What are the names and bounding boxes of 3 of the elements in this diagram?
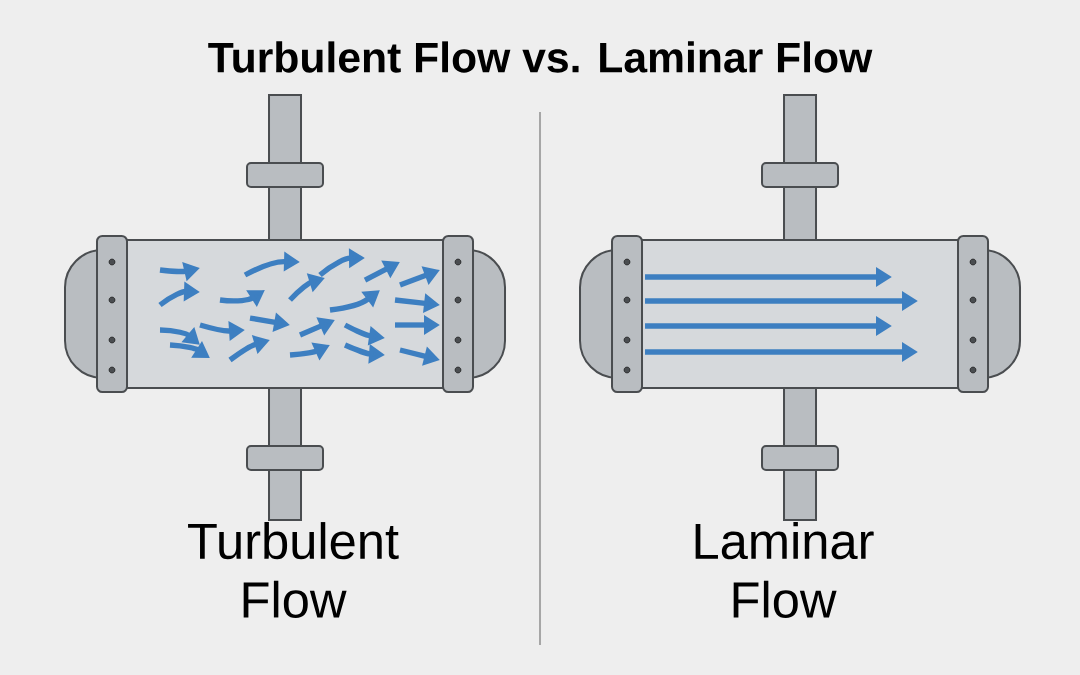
flow-label: Laminar Flow (695, 522, 874, 618)
title: Turbulent Flow vs. Laminar Flow (208, 41, 873, 73)
flow-label: Turbulent Flow (188, 522, 399, 618)
